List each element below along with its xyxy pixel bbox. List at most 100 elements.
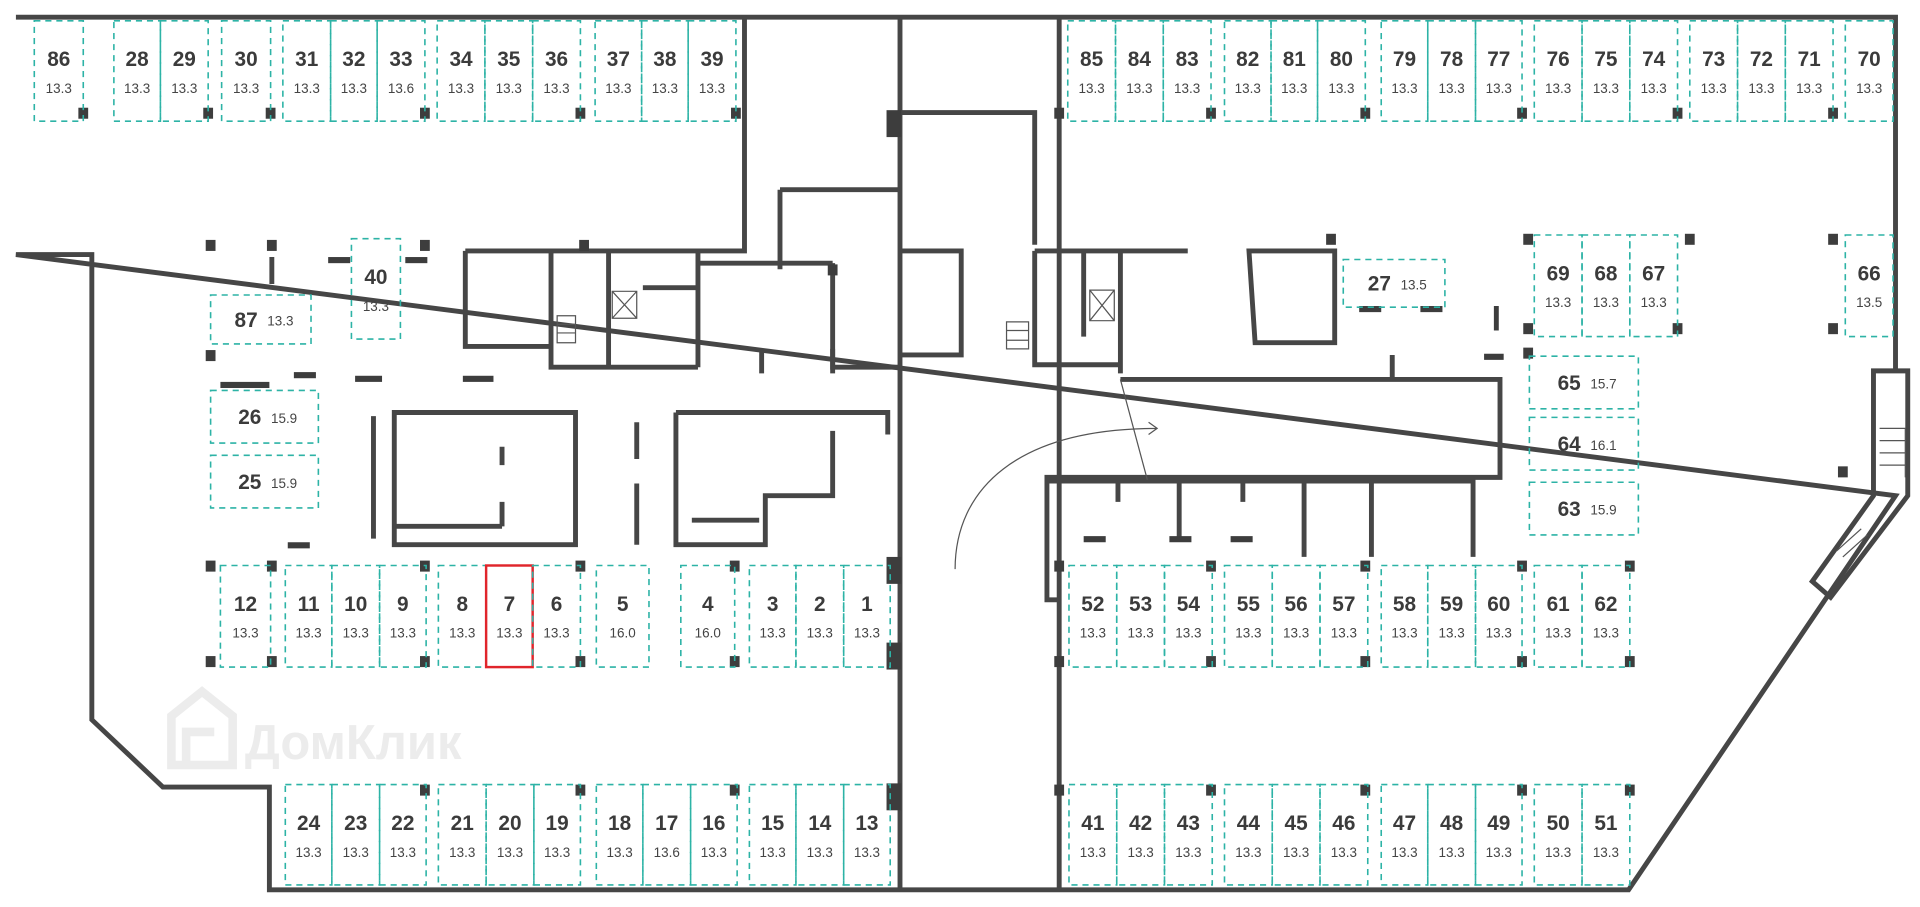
spot-outline[interactable] (1162, 20, 1212, 122)
spot-outline[interactable] (209, 389, 320, 444)
spot-outline[interactable] (331, 783, 381, 886)
parking-spot-3[interactable]: 313.3 (748, 564, 797, 668)
spot-outline[interactable] (1163, 564, 1214, 668)
parking-spot-2[interactable]: 213.3 (795, 564, 845, 668)
spot-outline[interactable] (159, 20, 209, 122)
spot-outline[interactable] (1068, 783, 1118, 886)
spot-outline[interactable] (1271, 783, 1321, 886)
parking-spot-7[interactable]: 713.3 (484, 564, 534, 669)
spot-outline[interactable] (595, 564, 650, 668)
spot-outline[interactable] (1528, 481, 1640, 536)
spot-outline[interactable] (1629, 234, 1679, 338)
spot-outline[interactable] (485, 783, 535, 886)
spot-outline[interactable] (1844, 234, 1894, 338)
spot-outline[interactable] (1689, 20, 1739, 122)
spot-outline[interactable] (1528, 355, 1640, 410)
spot-outline[interactable] (1115, 783, 1166, 886)
parking-spot-6[interactable]: 613.3 (531, 564, 582, 668)
spot-outline[interactable] (1271, 564, 1321, 668)
spot-outline[interactable] (1319, 783, 1369, 886)
parking-spot-1[interactable]: 113.3 (842, 564, 891, 668)
spot-outline[interactable] (795, 783, 845, 886)
spot-outline[interactable] (1629, 20, 1679, 122)
spot-outline[interactable] (219, 564, 272, 668)
spot-outline[interactable] (1163, 783, 1214, 886)
spot-outline[interactable] (1533, 234, 1583, 338)
spot-outline[interactable] (531, 564, 582, 668)
spot-outline[interactable] (1066, 20, 1117, 122)
parking-spot-5[interactable]: 516.0 (595, 564, 650, 668)
spot-outline[interactable] (1581, 20, 1631, 122)
spot-outline[interactable] (484, 20, 534, 122)
spot-outline[interactable] (1474, 20, 1523, 122)
spot-outline[interactable] (1319, 564, 1369, 668)
spot-outline[interactable] (1270, 20, 1319, 122)
spot-outline[interactable] (282, 20, 332, 122)
spot-outline[interactable] (209, 294, 312, 345)
spot-outline[interactable] (1068, 564, 1118, 668)
spot-outline[interactable] (1426, 564, 1477, 668)
spot-outline[interactable] (437, 564, 487, 668)
spot-outline[interactable] (748, 783, 797, 886)
spot-outline[interactable] (748, 564, 797, 668)
spot-outline[interactable] (680, 564, 736, 668)
spot-outline[interactable] (329, 20, 378, 122)
spot-outline[interactable] (595, 783, 644, 886)
spot-outline[interactable] (1316, 20, 1367, 122)
spot-outline[interactable] (842, 783, 891, 886)
spot-outline[interactable] (220, 20, 272, 122)
parking-spot-4[interactable]: 416.0 (680, 564, 736, 668)
spot-outline[interactable] (642, 783, 692, 886)
spot-outline[interactable] (378, 564, 427, 668)
